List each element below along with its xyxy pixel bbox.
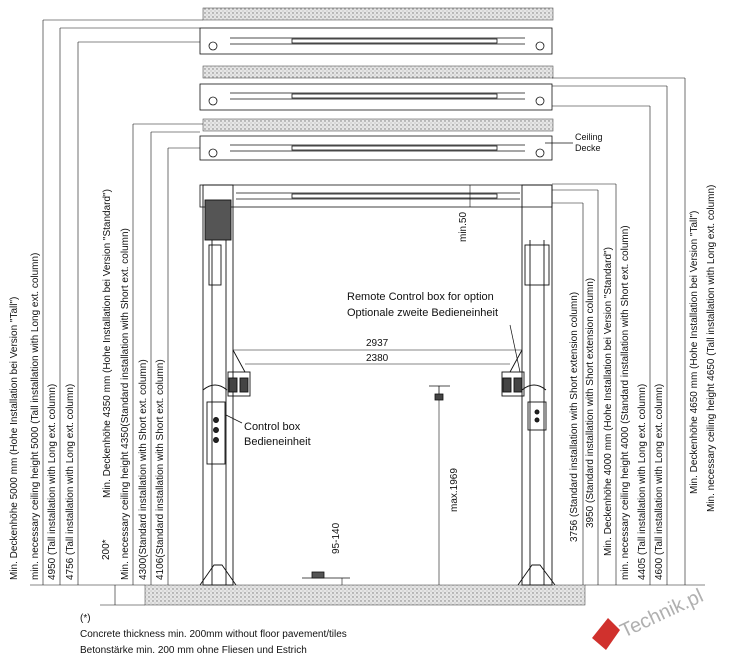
label-3950: 3950 (Standard installation with Short e… — [585, 278, 596, 528]
label-4000b: min. necessary ceiling height 4000 (Stan… — [620, 225, 631, 580]
lift-carriage-left — [227, 349, 251, 397]
control-box — [202, 384, 228, 465]
overhead-beam-top — [199, 27, 553, 55]
remote-control-box — [521, 384, 547, 431]
ceiling-slab-top — [202, 7, 554, 21]
label-2380: 2380 — [366, 353, 389, 364]
label-5000: Min. Deckenhöhe 5000 mm (Hohe Installati… — [9, 297, 20, 580]
label-ceiling-de: Decke — [575, 143, 601, 153]
label-2937: 2937 — [366, 338, 389, 349]
footnote-mark: (*) — [80, 613, 91, 624]
label-min50: min.50 — [458, 212, 469, 242]
label-4300: 4300(Standard installation with Short ex… — [138, 359, 149, 580]
label-4350b: Min. necessary ceiling height 4350(Stand… — [120, 228, 131, 580]
label-3756: 3756 (Standard installation with Short e… — [569, 292, 580, 542]
label-4650: Min. Deckenhöhe 4650 mm (Hohe Installati… — [689, 211, 700, 494]
floor-fitting — [302, 571, 350, 579]
label-4350: Min. Deckenhöhe 4350 mm (Hohe Installati… — [102, 189, 113, 498]
footnote-de: Betonstärke min. 200 mm ohne Fliesen und… — [80, 645, 307, 656]
label-4950: 4950 (Tall installation with Long ext. c… — [47, 384, 58, 580]
remote-box-leader — [509, 324, 521, 373]
label-4756: 4756 (Tall installation with Long ext. c… — [65, 384, 76, 580]
label-4106: 4106(Standard installation with Short ex… — [155, 359, 166, 580]
label-control-en: Control box — [244, 421, 301, 433]
ceiling-slab-low — [202, 118, 554, 132]
footnote-en: Concrete thickness min. 200mm without fl… — [80, 629, 347, 640]
label-4000: Min. Deckenhöhe 4000 mm (Hohe Installati… — [603, 247, 614, 556]
label-200: 200* — [101, 539, 112, 560]
label-4600: 4600 (Tall installation with Long ext. c… — [654, 384, 665, 580]
ceiling-slab-mid — [202, 65, 554, 79]
label-95-140: 95-140 — [331, 522, 342, 554]
control-box-leader — [225, 414, 243, 424]
label-ceiling: Ceiling — [575, 132, 603, 142]
label-4405: 4405 (Tall installation with Long ext. c… — [637, 384, 648, 580]
right-column — [517, 184, 556, 586]
overhead-beam-low — [199, 135, 553, 161]
overhead-beam-mid — [199, 83, 553, 111]
lift-carriage-right — [501, 349, 525, 397]
logo-mark-icon — [592, 618, 620, 650]
label-5000b: min. necessary ceiling height 5000 (Tall… — [30, 253, 41, 580]
left-column — [199, 184, 237, 586]
label-remote-de: Optionale zweite Bedieneinheit — [347, 307, 498, 319]
lift-top-beam — [199, 184, 553, 208]
watermark-text: Technik.pl — [617, 585, 707, 643]
watermark-logo: Technik.pl — [590, 560, 730, 655]
floor-slab — [144, 584, 586, 606]
label-remote-en: Remote Control box for option — [347, 291, 494, 303]
center-drop-fitting — [429, 385, 450, 401]
label-max1969: max.1969 — [449, 468, 460, 512]
label-control-de: Bedieneinheit — [244, 436, 311, 448]
label-4650b: Min. necessary ceiling height 4650 (Tall… — [706, 185, 717, 512]
